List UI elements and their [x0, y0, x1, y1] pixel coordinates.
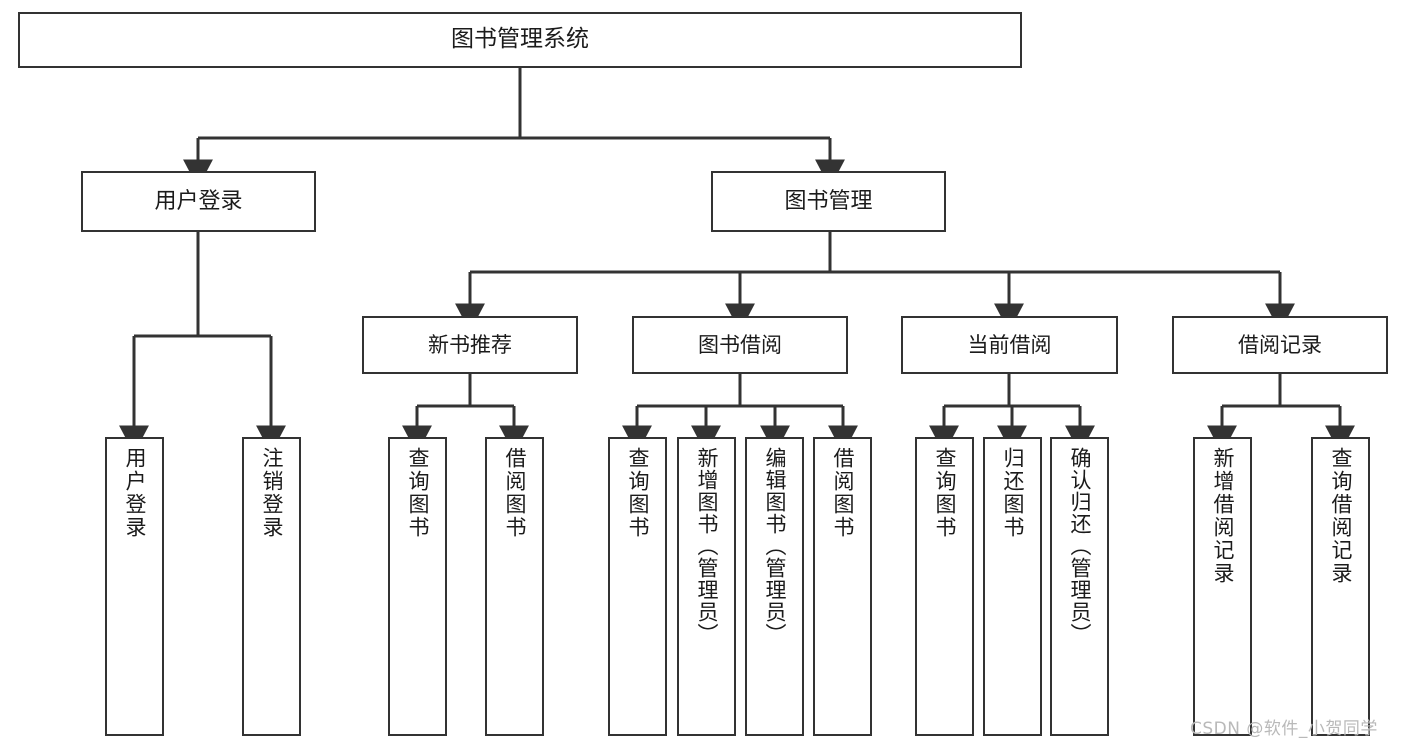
node-label: 编辑图书（管理员）	[763, 447, 787, 645]
node-label: 图书管理	[784, 188, 873, 214]
node-label: 借阅图书	[503, 447, 527, 539]
node-label: 借阅记录	[1238, 332, 1322, 357]
node-leaf-add-borrow-record[interactable]: 新增借阅记录	[1193, 437, 1252, 736]
node-book-borrow[interactable]: 图书借阅	[632, 316, 848, 374]
node-leaf-borrow-book-recommend[interactable]: 借阅图书	[485, 437, 544, 736]
node-leaf-return-book[interactable]: 归还图书	[983, 437, 1042, 736]
node-leaf-edit-book-admin[interactable]: 编辑图书（管理员）	[745, 437, 804, 736]
node-leaf-query-book-borrow[interactable]: 查询图书	[608, 437, 667, 736]
node-label: 新增图书（管理员）	[695, 447, 719, 645]
node-label: 图书借阅	[698, 332, 782, 357]
node-book-manage[interactable]: 图书管理	[711, 171, 946, 232]
node-label: 确认归还（管理员）	[1068, 447, 1092, 645]
node-label: 用户登录	[154, 188, 243, 214]
node-leaf-user-logout[interactable]: 注销登录	[242, 437, 301, 736]
node-leaf-query-borrow-record[interactable]: 查询借阅记录	[1311, 437, 1370, 736]
node-label: 用户登录	[123, 447, 147, 539]
node-label: 新书推荐	[428, 332, 512, 357]
node-user-login[interactable]: 用户登录	[81, 171, 316, 232]
node-leaf-query-book-recommend[interactable]: 查询图书	[388, 437, 447, 736]
node-leaf-confirm-return-admin[interactable]: 确认归还（管理员）	[1050, 437, 1109, 736]
node-label: 查询借阅记录	[1329, 447, 1353, 585]
node-leaf-user-login[interactable]: 用户登录	[105, 437, 164, 736]
node-label: 查询图书	[406, 447, 430, 539]
node-leaf-borrow-book[interactable]: 借阅图书	[813, 437, 872, 736]
node-label: 当前借阅	[967, 332, 1052, 357]
node-current-borrow[interactable]: 当前借阅	[901, 316, 1118, 374]
node-borrow-record[interactable]: 借阅记录	[1172, 316, 1388, 374]
node-label: 图书管理系统	[451, 26, 589, 53]
node-label: 新增借阅记录	[1211, 447, 1235, 585]
node-leaf-add-book-admin[interactable]: 新增图书（管理员）	[677, 437, 736, 736]
node-new-book-recommend[interactable]: 新书推荐	[362, 316, 578, 374]
watermark-credit: CSDN @软件_小贺同学	[1190, 719, 1378, 739]
node-label: 归还图书	[1001, 447, 1025, 539]
node-label: 借阅图书	[831, 447, 855, 539]
node-leaf-query-book-current[interactable]: 查询图书	[915, 437, 974, 736]
node-label: 查询图书	[933, 447, 957, 539]
node-label: 查询图书	[626, 447, 650, 539]
node-label: 注销登录	[260, 447, 284, 539]
node-root-system[interactable]: 图书管理系统	[18, 12, 1022, 68]
